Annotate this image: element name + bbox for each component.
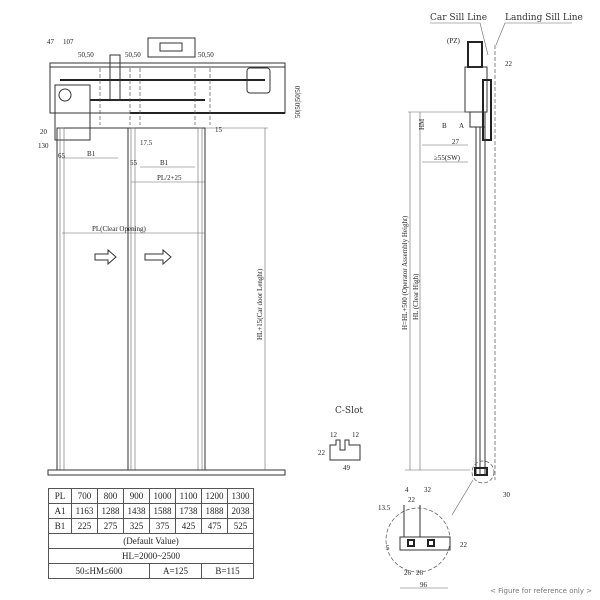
table-cell: 425 — [175, 518, 202, 534]
dim-label: 65 — [58, 152, 66, 160]
dim-label: 50,50 — [78, 51, 94, 59]
table-cell: 1888 — [201, 503, 228, 519]
table-cell: A1 — [48, 503, 72, 519]
b-value-cell: B=115 — [201, 563, 254, 579]
dim-label: 4 — [405, 486, 409, 494]
dim-label: 50|50|50|50 — [294, 85, 302, 118]
dim-label: 50,50 — [198, 51, 214, 59]
dim-label: 22 — [408, 496, 416, 504]
sill-section-detail: 4 32 22 13.5 5 22 26 26 96 — [378, 486, 468, 589]
table-row: 50≤HM≤600 A=125 B=115 — [48, 563, 254, 579]
cam-rail — [109, 54, 121, 101]
dim-label: 12 — [330, 431, 338, 439]
dim-label: 26 — [416, 569, 424, 577]
default-value-cell: (Default Value) — [48, 533, 254, 549]
open-direction-arrow-icon — [144, 248, 172, 266]
c-slot-profile — [329, 439, 361, 461]
hm-range-cell: 50≤HM≤600 — [48, 563, 150, 579]
operator-header — [49, 62, 286, 114]
dim-label: 26 — [404, 569, 412, 577]
dim-label: 32 — [424, 486, 432, 494]
landing-sill-line-label: Landing Sill Line — [505, 13, 583, 23]
left-door-panel — [56, 127, 129, 471]
clear-opening-label: PL(Clear Opening) — [92, 225, 147, 233]
table-cell: 475 — [201, 518, 228, 534]
dim-label: 5 — [386, 544, 390, 552]
dim-label: 50,50 — [125, 51, 141, 59]
table-cell: 1100 — [175, 488, 202, 504]
dim-label: 17.5 — [140, 139, 153, 147]
table-cell: 2038 — [227, 503, 254, 519]
table-cell: 900 — [123, 488, 150, 504]
dim-label: 12 — [352, 431, 360, 439]
hl-range-cell: HL=2000~2500 — [48, 548, 254, 564]
b-label: B — [442, 122, 447, 130]
hm-label: HM — [418, 118, 426, 130]
dim-label: 22 — [460, 541, 468, 549]
c-slot-detail: C-Slot 12 12 22 49 — [318, 406, 363, 472]
table-cell: PL — [48, 488, 72, 504]
table-cell: 1163 — [71, 503, 98, 519]
car-door-length-label: HL+15(Car door Lenght) — [256, 268, 264, 340]
table-cell: 325 — [123, 518, 150, 534]
door-lock-mechanism — [54, 84, 91, 141]
table-cell: 700 — [71, 488, 98, 504]
table-cell: 225 — [71, 518, 98, 534]
table-cell: 525 — [227, 518, 254, 534]
car-sill-line-label: Car Sill Line — [430, 13, 487, 23]
table-row: HL=2000~2500 — [48, 548, 254, 564]
sw-label: ≥55(SW) — [434, 154, 461, 162]
dim-label: 22 — [318, 449, 326, 457]
table-cell: 1738 — [175, 503, 202, 519]
b1-label: B1 — [160, 159, 169, 167]
a-value-cell: A=125 — [149, 563, 202, 579]
operator-side-profile — [467, 41, 483, 68]
dim-label: 96 — [420, 581, 428, 589]
dim-label: 20 — [40, 128, 48, 136]
table-cell: 375 — [149, 518, 176, 534]
front-view: PL(Clear Opening) PL/2+25 B1 B1 HL+15(Ca… — [38, 37, 302, 476]
side-view: Car Sill Line Landing Sill Line H=HL+500… — [401, 13, 583, 516]
table-cell: 800 — [97, 488, 124, 504]
table-cell: 1588 — [149, 503, 176, 519]
dim-label: 107 — [63, 38, 74, 46]
a-label: A — [459, 122, 464, 130]
table-cell: 1000 — [149, 488, 176, 504]
dim-label: 27 — [452, 138, 460, 146]
table-cell: 1438 — [123, 503, 150, 519]
control-box — [147, 37, 196, 58]
dim-label: 55 — [130, 159, 138, 167]
reference-note: < Figure for reference only > — [490, 587, 592, 595]
table-cell: 1300 — [227, 488, 254, 504]
table-cell: B1 — [48, 518, 72, 534]
operator-height-label: H=HL+500 (Operator Assembly Height) — [401, 215, 409, 330]
dim-label: 49 — [343, 464, 351, 472]
dim-label: 30 — [503, 491, 511, 499]
b1-label: B1 — [87, 150, 96, 158]
sill — [47, 469, 286, 476]
dim-label: 130 — [38, 142, 49, 150]
open-direction-arrow-icon — [94, 248, 117, 266]
motor — [246, 67, 271, 94]
dim-label: 13.5 — [378, 504, 391, 512]
table-cell: 275 — [97, 518, 124, 534]
half-pl-label: PL/2+25 — [157, 174, 182, 182]
dim-label: 47 — [47, 38, 55, 46]
table-row: (Default Value) — [48, 533, 254, 549]
control-box-window — [159, 42, 183, 52]
table-cell: 1288 — [97, 503, 124, 519]
pz-label: (PZ) — [447, 37, 461, 45]
clear-high-label: HL (Clear High) — [412, 273, 420, 320]
dim-label: 22 — [505, 60, 513, 68]
c-slot-label: C-Slot — [335, 406, 363, 416]
table-cell: 1200 — [201, 488, 228, 504]
dim-label: 15 — [215, 126, 223, 134]
